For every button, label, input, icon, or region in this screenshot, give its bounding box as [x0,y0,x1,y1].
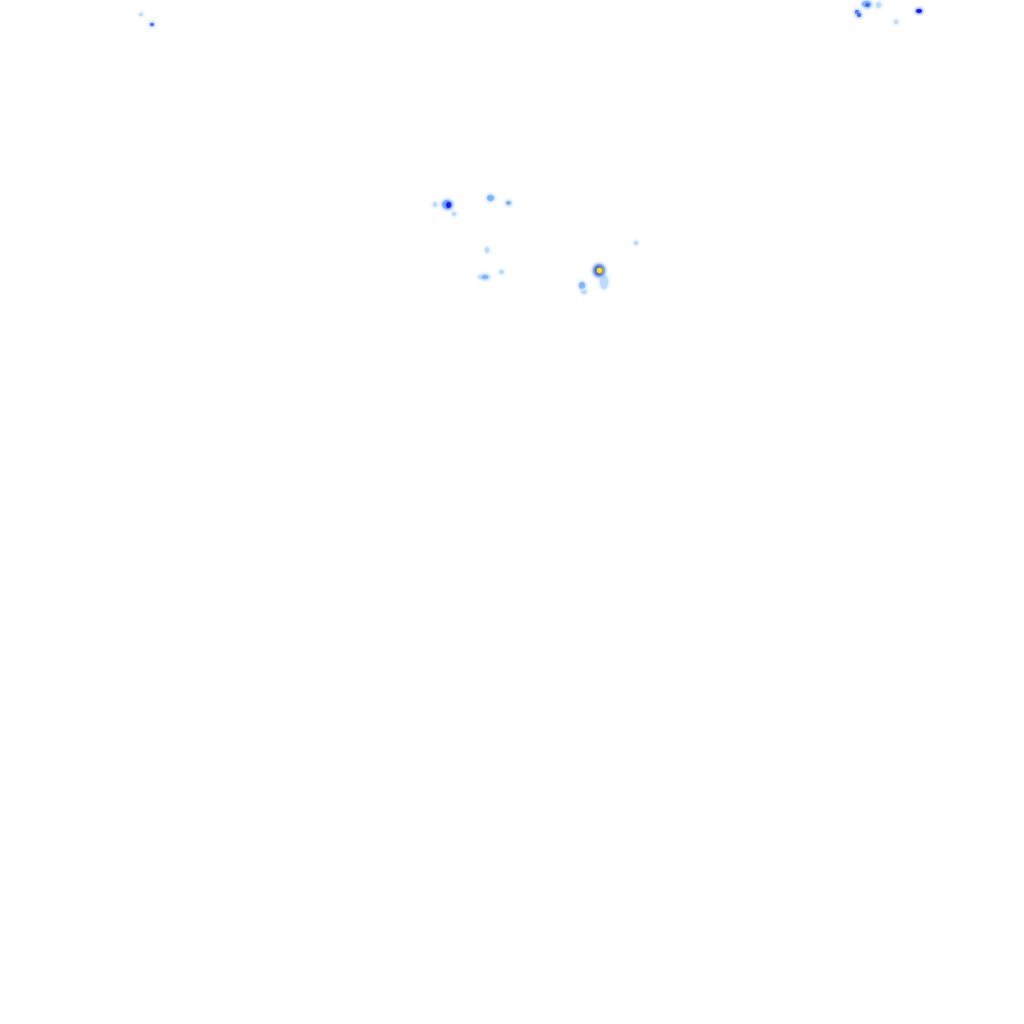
radar-echo [579,282,585,289]
radar-echo [581,290,587,294]
radar-echo [433,202,437,207]
radar-echo [452,212,456,216]
radar-echo [487,195,494,201]
radar-echo-core [597,268,602,273]
radar-echo [857,13,861,17]
radar-echo [600,275,608,289]
radar-echo [855,10,859,14]
radar-echo [634,241,638,245]
radar-echo [499,270,504,274]
radar-echo [865,3,870,7]
radar-echo [876,2,881,8]
radar-echo [446,202,451,208]
radar-echo [150,23,154,26]
radar-echo [916,9,922,13]
radar-echo [894,20,898,24]
radar-echo [485,247,489,253]
radar-echo [482,275,488,279]
radar-echo [506,201,511,205]
radar-echo [139,13,143,16]
